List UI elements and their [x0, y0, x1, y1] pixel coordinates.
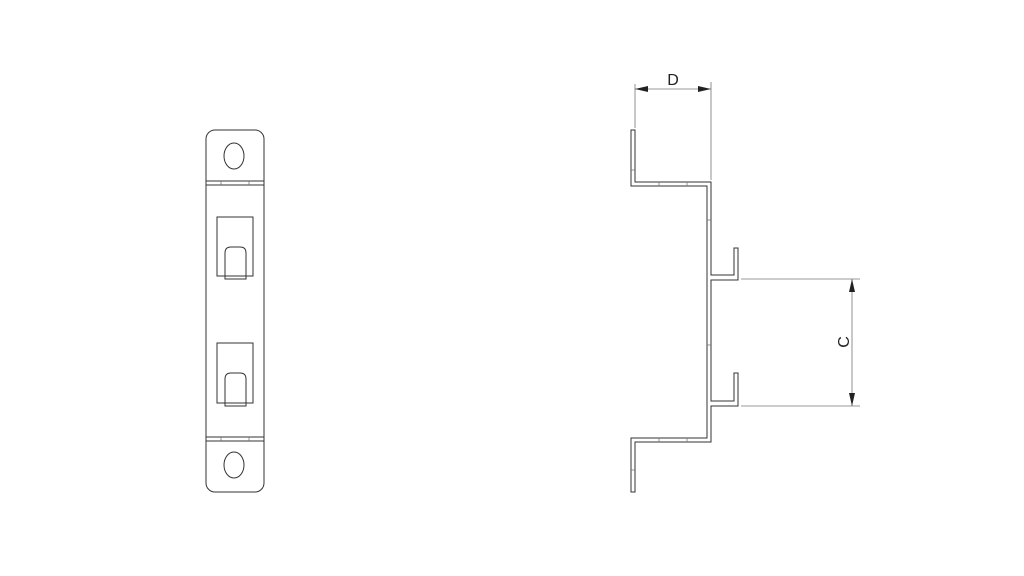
bend-marks [631, 169, 711, 471]
dimension-d-label: D [667, 72, 679, 89]
bottom-mounting-hole [223, 451, 245, 479]
front-view [205, 129, 265, 493]
bracket-outline [205, 129, 265, 493]
arrow-up-icon [849, 279, 855, 292]
arrow-left-icon [635, 86, 648, 92]
arrow-down-icon [849, 393, 855, 406]
bottom-bend-line [206, 436, 264, 442]
side-view: D C [630, 72, 860, 493]
top-mounting-hole [223, 142, 245, 170]
side-profile [630, 129, 739, 493]
dimension-c: C [741, 278, 860, 407]
dimension-d: D [634, 72, 712, 180]
lower-tab-cutout [216, 342, 254, 407]
upper-tab-cutout [216, 216, 254, 280]
arrow-right-icon [698, 86, 711, 92]
dimension-c-label: C [836, 336, 853, 348]
top-bend-line [206, 180, 264, 186]
